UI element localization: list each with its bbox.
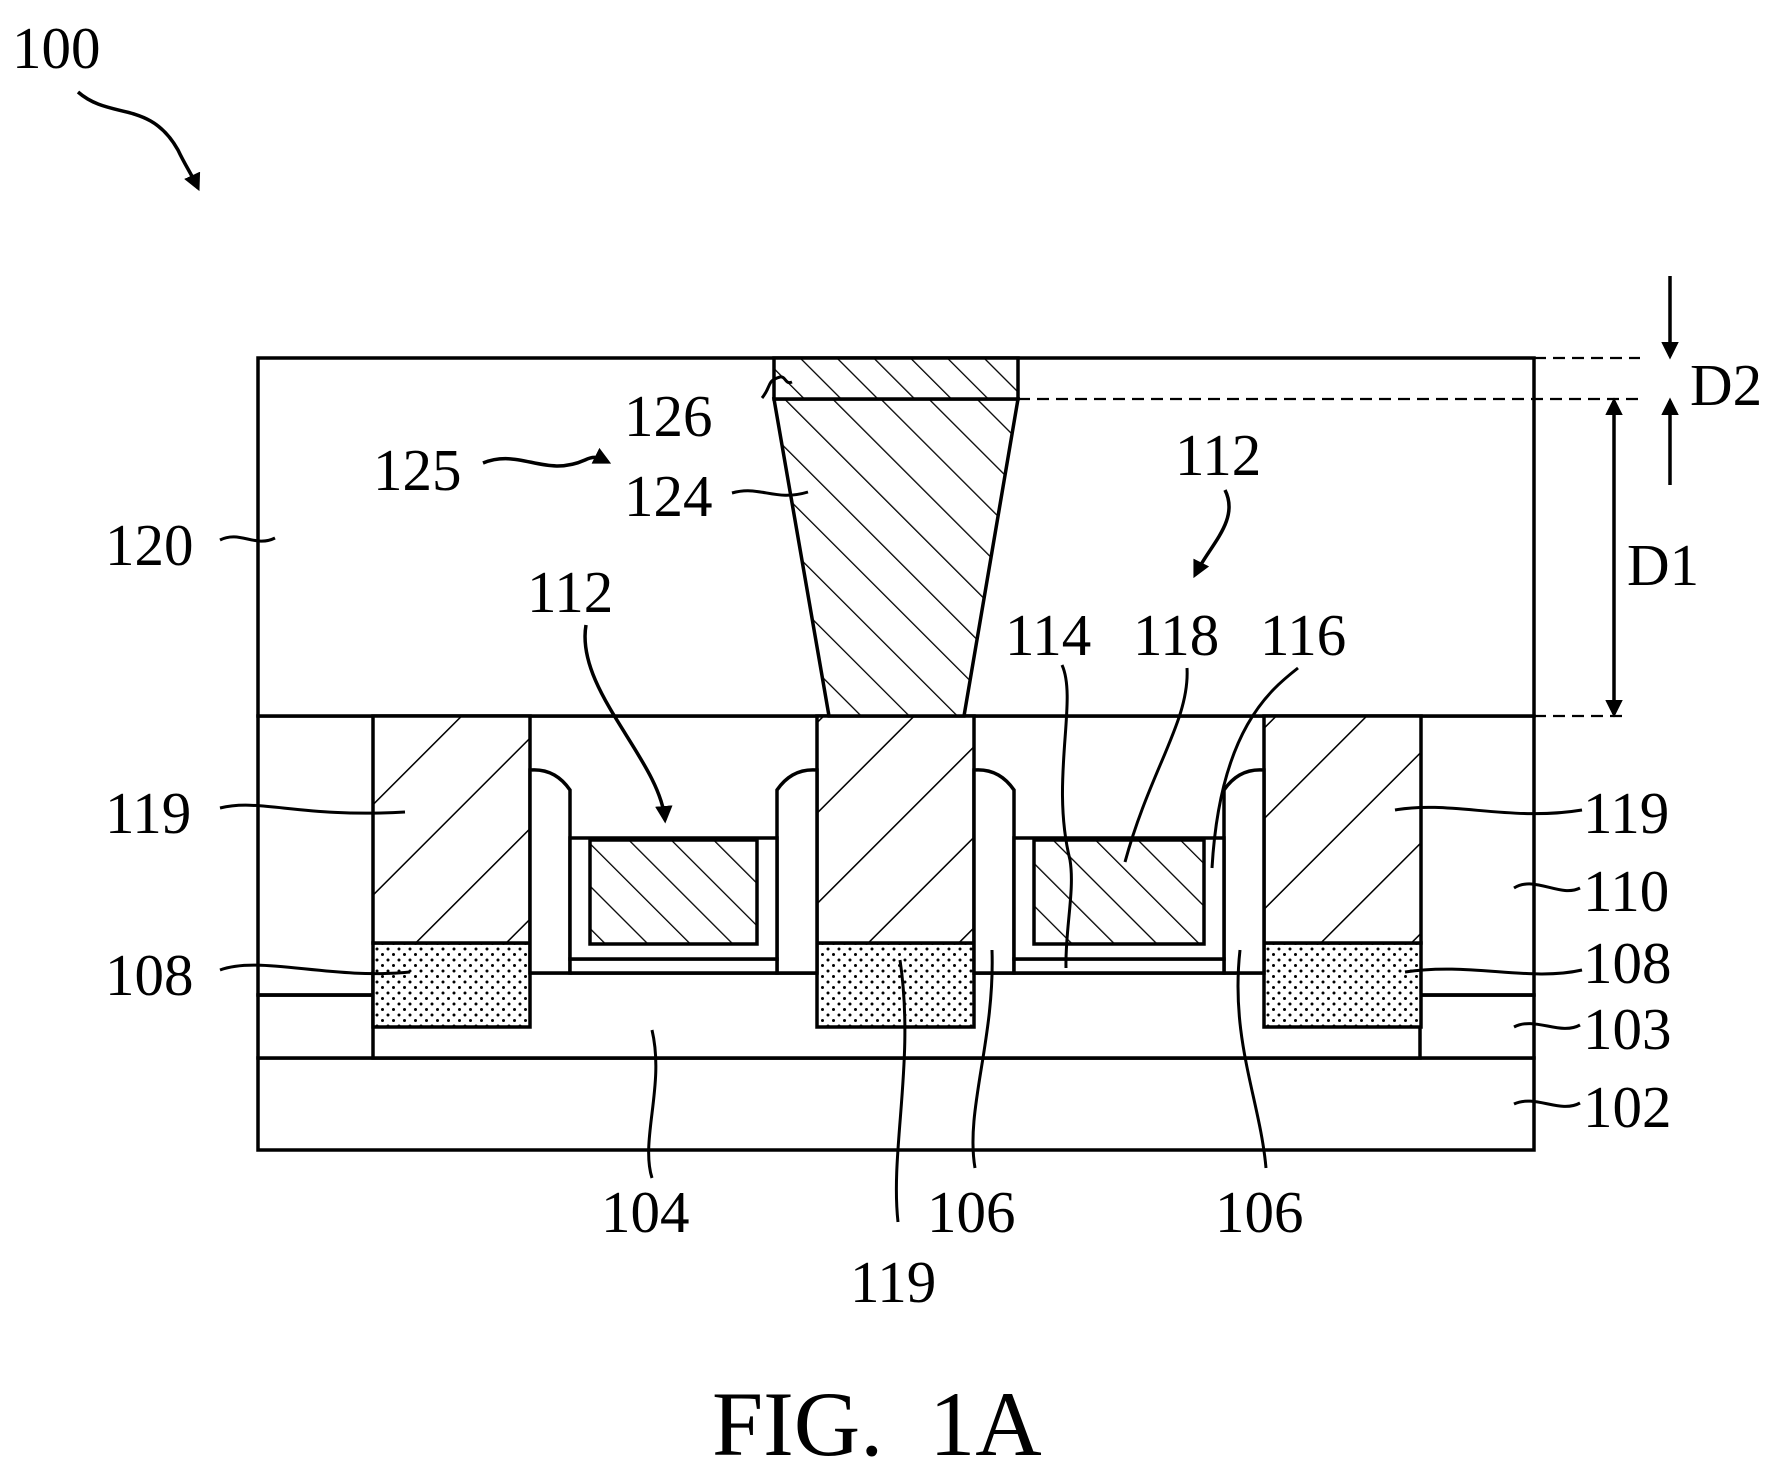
label-119-left: 119 — [105, 780, 191, 846]
contact-119-right — [1264, 716, 1421, 943]
dimension-d2-label: D2 — [1690, 352, 1762, 418]
label-125: 125 — [373, 437, 462, 503]
label-108-left: 108 — [105, 942, 194, 1008]
gate-dielectric-114-left — [570, 959, 777, 973]
label-106-right: 106 — [1215, 1179, 1304, 1245]
source-drain-108-left — [373, 943, 530, 1027]
label-108-right: 108 — [1583, 930, 1672, 996]
contact-119-left — [373, 716, 530, 943]
label-114: 114 — [1005, 602, 1091, 668]
label-116: 116 — [1260, 602, 1346, 668]
label-119-right: 119 — [1583, 780, 1669, 846]
label-104: 104 — [601, 1179, 690, 1245]
gate-dielectric-114-right — [1014, 959, 1224, 973]
label-124: 124 — [624, 463, 713, 529]
source-drain-108-right — [1264, 943, 1421, 1027]
gate-spacer-106-right-b — [1224, 770, 1264, 973]
cap-layer-126 — [774, 358, 1018, 399]
figure-caption: FIG. 1A — [712, 1373, 1042, 1468]
source-drain-108-middle — [817, 943, 974, 1027]
label-110: 110 — [1583, 858, 1669, 924]
label-120: 120 — [105, 512, 194, 578]
gate-electrode-118-left — [590, 840, 757, 944]
gate-spacer-106-left-b — [777, 770, 817, 973]
label-112-left: 112 — [527, 559, 613, 625]
ref-100-arrow — [78, 92, 198, 188]
gate-spacer-106-right-a — [974, 770, 1014, 973]
substrate-layer-102 — [258, 1058, 1534, 1150]
label-103: 103 — [1583, 996, 1672, 1062]
label-119-bottom: 119 — [850, 1249, 936, 1315]
label-102: 102 — [1583, 1074, 1672, 1140]
contact-119-middle — [817, 716, 974, 943]
label-118: 118 — [1133, 602, 1219, 668]
ref-label-100: 100 — [12, 15, 101, 81]
label-106-mid: 106 — [927, 1179, 1016, 1245]
gate-spacer-106-left-a — [530, 770, 570, 973]
gate-electrode-118-right — [1034, 840, 1204, 944]
dimension-d1-label: D1 — [1627, 532, 1699, 598]
label-126: 126 — [624, 383, 713, 449]
label-112-right: 112 — [1175, 422, 1261, 488]
